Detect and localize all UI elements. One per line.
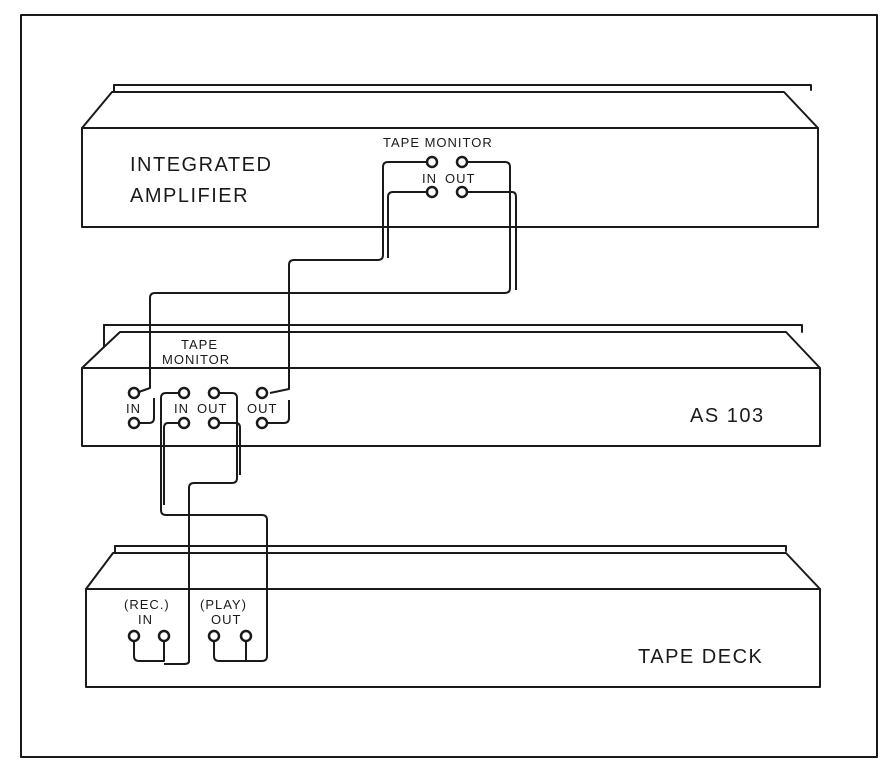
deck-rec-in-jack-right[interactable] xyxy=(157,629,171,643)
patch-cables xyxy=(133,161,517,665)
deck-rec-label: (REC.) xyxy=(124,597,170,612)
amp-tape-in-jack-upper[interactable] xyxy=(425,155,439,169)
cable-switcher-tape-in-to-deck-play-out xyxy=(160,392,268,662)
as103-switcher-unit: AS 103 TAPE MONITOR IN IN OUT OUT xyxy=(81,324,821,447)
integrated-amplifier-unit: INTEGRATED AMPLIFIER TAPE MONITOR IN OUT xyxy=(81,84,819,228)
amp-tape-in-jack-lower[interactable] xyxy=(425,185,439,199)
cable-amp-out-to-switcher-in-upper xyxy=(135,161,511,394)
cable-switcher-tape-out-to-deck-rec-in xyxy=(164,392,238,665)
deck-play-out-label: OUT xyxy=(211,612,241,627)
switcher-in-mid-label: IN xyxy=(174,401,189,416)
deck-play-out-jack-right[interactable] xyxy=(239,629,253,643)
cable-amp-in-lower-lead xyxy=(387,191,432,258)
amplifier-title-line1: INTEGRATED xyxy=(130,154,272,176)
amplifier-top-rim xyxy=(113,84,812,91)
cable-switcher-tape-out-lower-lead xyxy=(214,422,241,475)
diagram-frame xyxy=(20,14,878,758)
tape-deck-unit: TAPE DECK (REC.) IN (PLAY) OUT xyxy=(85,545,821,688)
deck-play-out-jack-left[interactable] xyxy=(207,629,221,643)
switcher-out-jack-upper[interactable] xyxy=(255,386,269,400)
switcher-model-label: AS 103 xyxy=(690,405,765,427)
cable-amp-in-to-switcher-out-upper xyxy=(269,161,432,394)
amplifier-top-face xyxy=(81,91,819,129)
deck-top-face xyxy=(85,552,821,590)
deck-title: TAPE DECK xyxy=(638,646,763,668)
amp-tape-out-jack-upper[interactable] xyxy=(455,155,469,169)
switcher-tape-in-jack-lower[interactable] xyxy=(177,416,191,430)
deck-front-panel xyxy=(85,588,821,688)
deck-rec-in-jack-left[interactable] xyxy=(127,629,141,643)
cable-switcher-out-lower-lead xyxy=(262,400,290,424)
switcher-in-jack-upper[interactable] xyxy=(127,386,141,400)
amplifier-in-label: IN xyxy=(422,171,437,186)
deck-rec-in-label: IN xyxy=(138,612,153,627)
amplifier-tape-monitor-label: TAPE MONITOR xyxy=(383,135,493,150)
cable-switcher-tape-in-lower-lead xyxy=(163,422,184,505)
cable-deck-play-out-loop xyxy=(213,636,247,662)
amplifier-title-line2: AMPLIFIER xyxy=(130,185,249,207)
amplifier-front-panel xyxy=(81,127,819,228)
switcher-top-rim xyxy=(103,324,803,333)
switcher-in-left-label: IN xyxy=(126,401,141,416)
deck-top-rim xyxy=(114,545,787,552)
deck-play-label: (PLAY) xyxy=(200,597,247,612)
switcher-tape-out-jack-upper[interactable] xyxy=(207,386,221,400)
switcher-monitor-label: MONITOR xyxy=(162,352,230,367)
switcher-out-mid-label: OUT xyxy=(197,401,227,416)
amplifier-out-label: OUT xyxy=(445,171,475,186)
switcher-tape-label: TAPE xyxy=(181,337,218,352)
amp-tape-out-jack-lower[interactable] xyxy=(455,185,469,199)
switcher-in-jack-lower[interactable] xyxy=(127,416,141,430)
switcher-front-panel xyxy=(81,367,821,447)
cable-amp-out-lower-lead xyxy=(462,191,517,290)
switcher-tape-out-jack-lower[interactable] xyxy=(207,416,221,430)
switcher-out-jack-lower[interactable] xyxy=(255,416,269,430)
cable-deck-rec-in-loop xyxy=(133,636,165,662)
switcher-out-right-label: OUT xyxy=(247,401,277,416)
cable-switcher-in-lower-lead xyxy=(134,398,155,424)
switcher-tape-in-jack-upper[interactable] xyxy=(177,386,191,400)
jacks xyxy=(127,155,469,643)
